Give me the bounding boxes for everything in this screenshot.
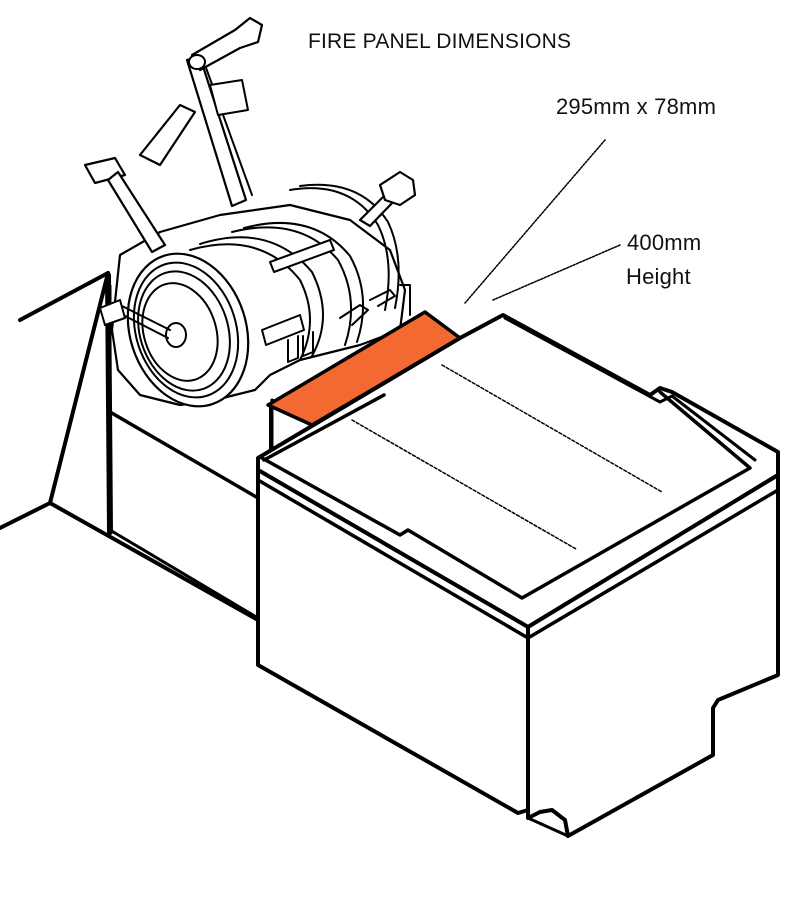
diagram-title: FIRE PANEL DIMENSIONS [308,30,572,53]
height-value-annotation: 400mm [627,230,702,255]
panel-size-annotation: 295mm x 78mm [556,94,717,119]
background-stand [0,271,260,622]
leader-lines [464,139,621,304]
machine-head [83,16,417,408]
storage-box [256,313,780,838]
height-label-annotation: Height [626,264,691,289]
